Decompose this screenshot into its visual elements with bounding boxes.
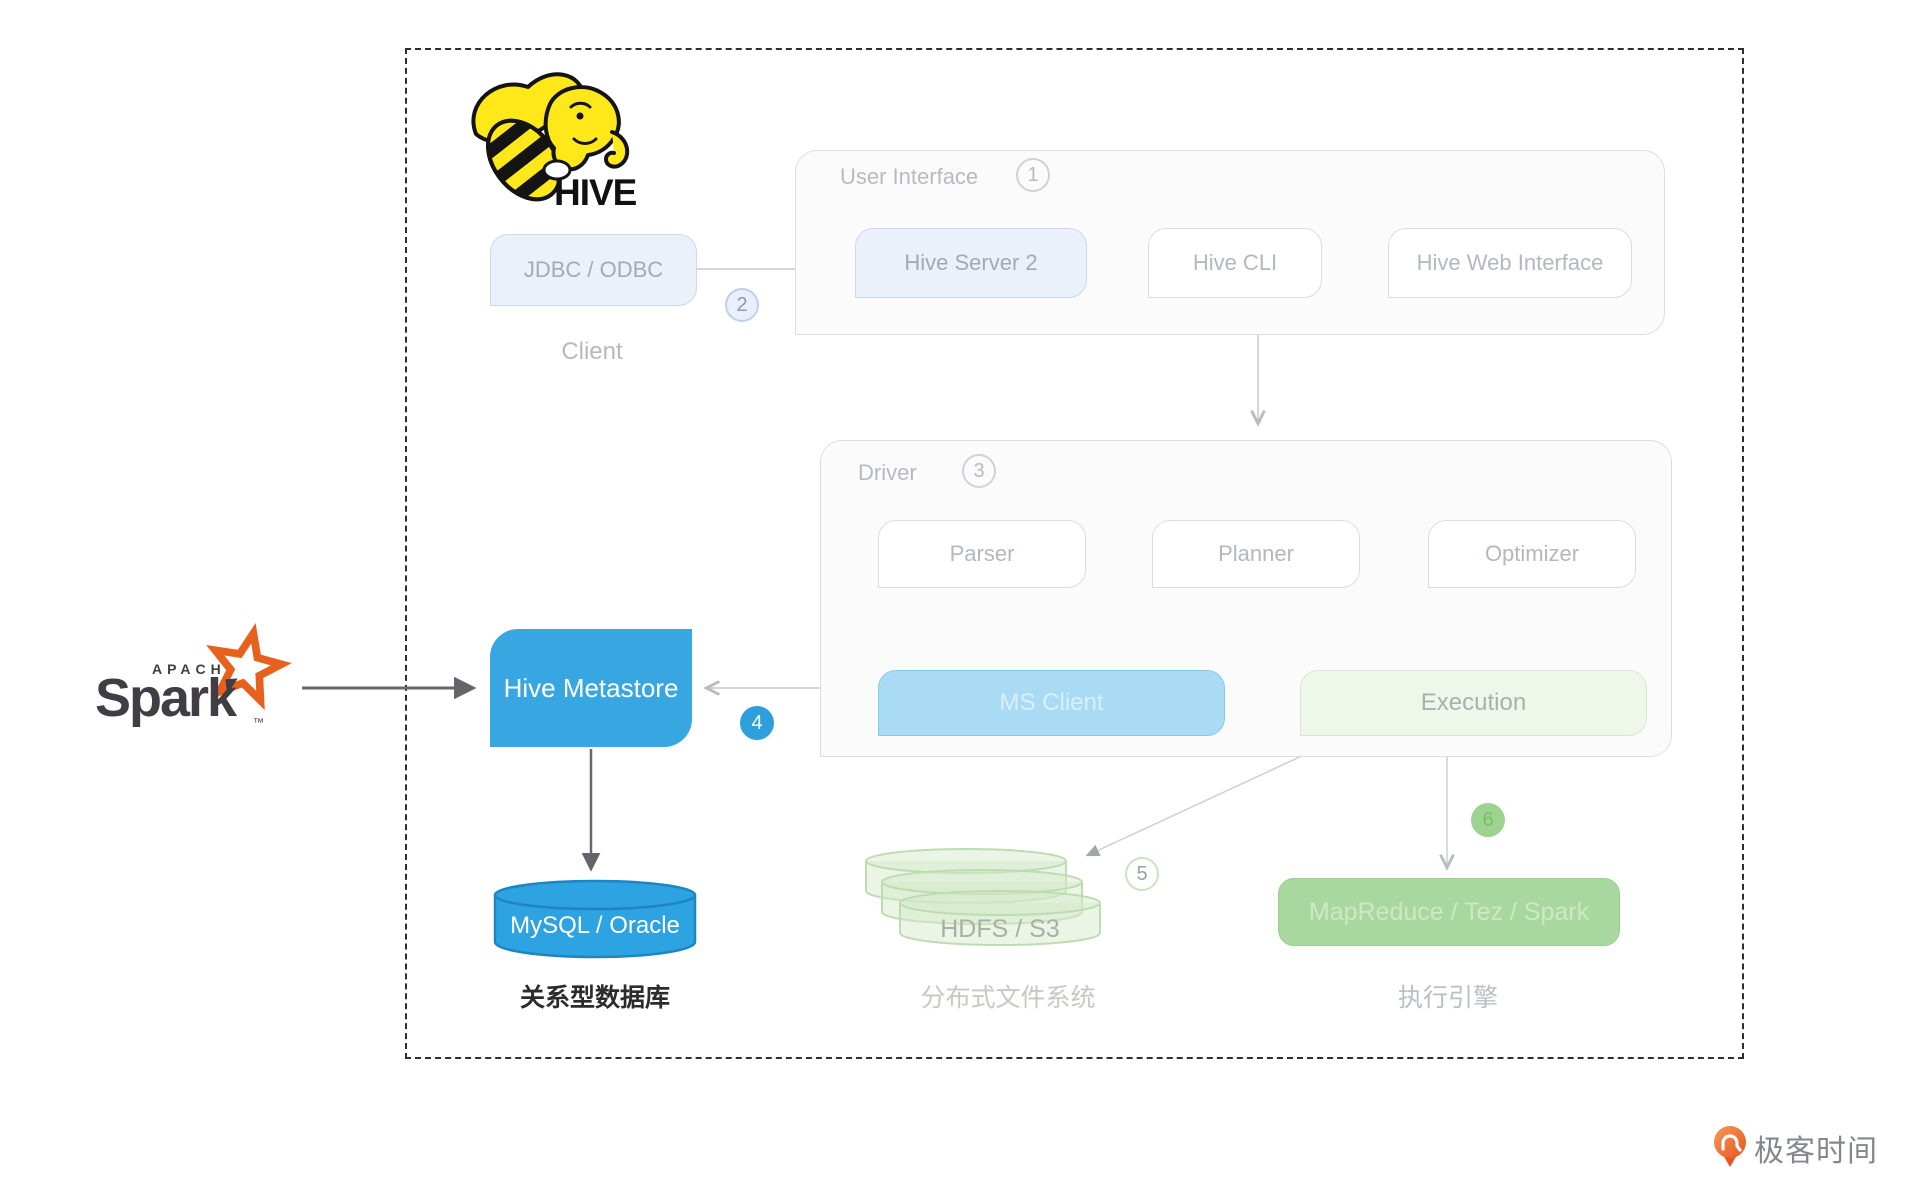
hive-web-interface-box: Hive Web Interface [1388,228,1632,298]
geektime-logo: 极客时间 [1712,1124,1912,1172]
hive-bee-icon [471,72,629,210]
parser-box: Parser [878,520,1086,588]
cylinder-stack-icon [865,848,1101,946]
jdbc-odbc-label: JDBC / ODBC [523,257,664,282]
client-label: Client [561,338,623,365]
badge-2: 2 [725,288,759,322]
driver-title: Driver [858,460,917,485]
mapreduce-tez-spark-box: MapReduce / Tez / Spark [1278,878,1620,946]
ms-client-box: MS Client [878,670,1225,736]
optimizer-box: Optimizer [1428,520,1636,588]
relational-db-label: 关系型数据库 [519,984,670,1012]
hive-logo: HIVE [462,60,642,215]
hive-server-2-box: Hive Server 2 [855,228,1087,298]
badge-5: 5 [1125,857,1159,891]
geektime-pin-icon [1714,1126,1746,1167]
spark-trademark: ™ [253,717,264,729]
execution-engine-label: 执行引擎 [1397,984,1498,1012]
hdfs-s3-stack: HDFS / S3 [858,845,1110,960]
badge-4: 4 [740,706,774,740]
spark-apache-text: APACHE [152,661,241,677]
planner-box: Planner [1152,520,1360,588]
badge-1: 1 [1016,158,1050,192]
mysql-oracle-cylinder: MySQL / Oracle [490,878,700,962]
spark-star-icon [206,623,292,711]
hive-metastore-box: Hive Metastore [490,629,692,747]
dashed-border-frame [405,48,1744,1059]
distributed-fs-label: 分布式文件系统 [920,984,1096,1012]
badge-3: 3 [962,454,996,488]
badge-6: 6 [1471,803,1505,837]
apache-spark-logo: APACHE Spark ™ [95,623,310,745]
execution-box: Execution [1300,670,1647,736]
hdfs-s3-label: HDFS / S3 [940,915,1060,943]
jdbc-odbc-box: JDBC / ODBC [490,234,697,306]
geektime-brand-text: 极客时间 [1754,1135,1878,1168]
spark-name-text: Spark [95,668,237,728]
user-interface-title: User Interface [840,164,979,189]
mysql-oracle-label: MySQL / Oracle [510,912,680,939]
hive-cli-box: Hive CLI [1148,228,1322,298]
database-cylinder-icon [493,879,697,959]
hive-logo-text: HIVE [554,172,637,213]
